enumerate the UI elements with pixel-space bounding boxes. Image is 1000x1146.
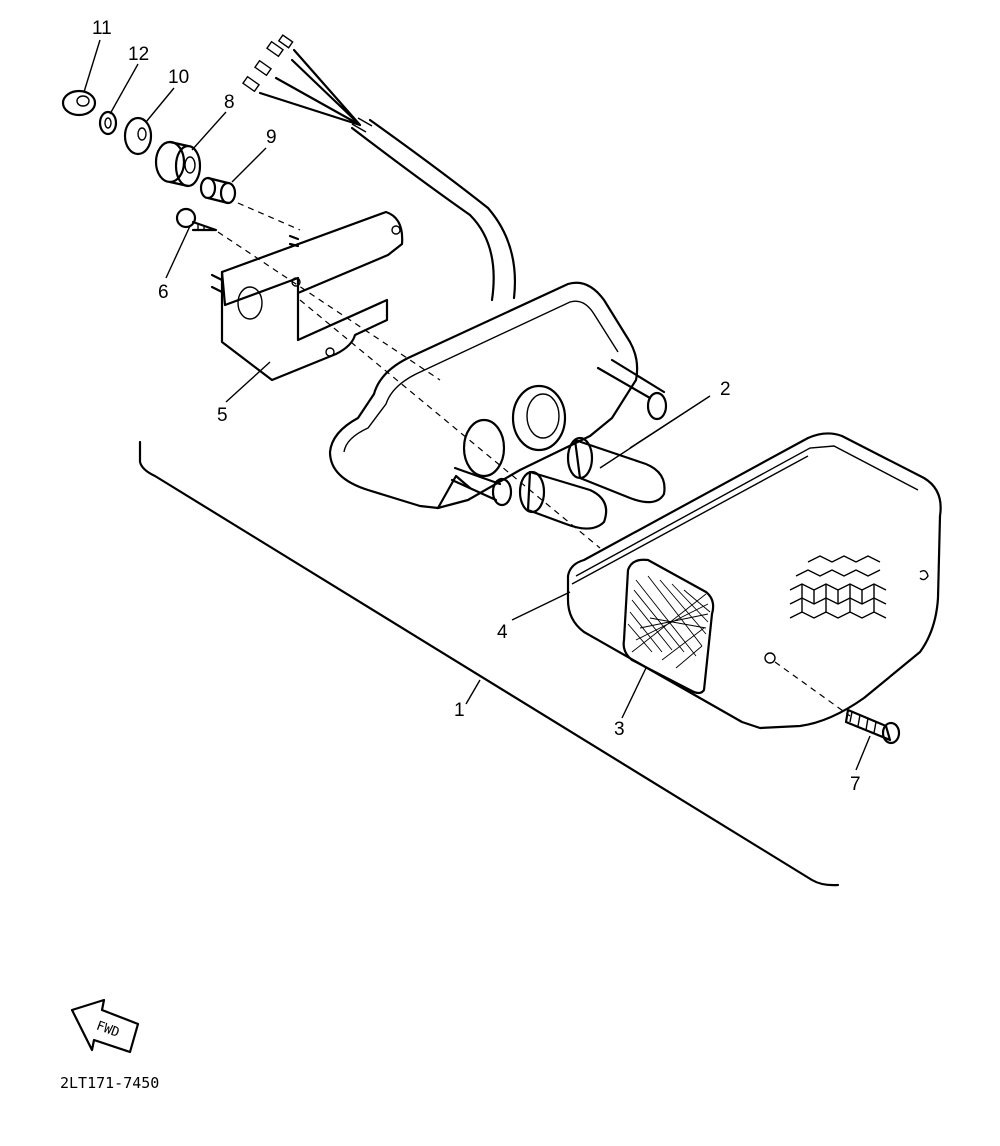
callout-3: 3	[614, 719, 625, 740]
callout-5: 5	[217, 405, 228, 426]
callout-4: 4	[497, 622, 508, 643]
lens-assembly-3	[566, 432, 942, 730]
callout-2: 2	[720, 379, 731, 400]
callout-10: 10	[168, 67, 189, 88]
callout-8: 8	[224, 92, 235, 113]
nut-11	[61, 89, 97, 117]
forward-arrow-icon: FWD	[70, 998, 140, 1054]
lens-honeycomb-pattern	[789, 555, 887, 619]
assembly-bracket-line	[138, 440, 840, 887]
callout-11: 11	[92, 18, 112, 39]
tail-light-housing	[328, 281, 668, 510]
screw-6	[175, 207, 218, 232]
leader-lines	[83, 39, 871, 771]
reflector-hatch	[627, 575, 711, 669]
grommet-8	[154, 140, 202, 188]
plate-washer-10	[123, 116, 153, 156]
screw-7	[844, 708, 901, 745]
collar-9	[199, 176, 237, 205]
callout-labels: 11 12 10 8 9 6 5 2 4 3 1 7	[92, 18, 861, 795]
alignment-lines	[217, 202, 851, 717]
mounting-bracket-5	[210, 210, 404, 382]
fwd-label: FWD	[94, 1019, 121, 1041]
callout-9: 9	[266, 127, 277, 148]
callout-12: 12	[128, 44, 149, 65]
bulbs-2	[518, 436, 666, 530]
lock-washer-12	[98, 110, 118, 136]
callout-1: 1	[454, 700, 465, 721]
callout-6: 6	[158, 282, 169, 303]
part-code: 2LT171-7450	[60, 1074, 159, 1092]
callout-7: 7	[850, 774, 861, 795]
wire-harness	[241, 34, 516, 302]
